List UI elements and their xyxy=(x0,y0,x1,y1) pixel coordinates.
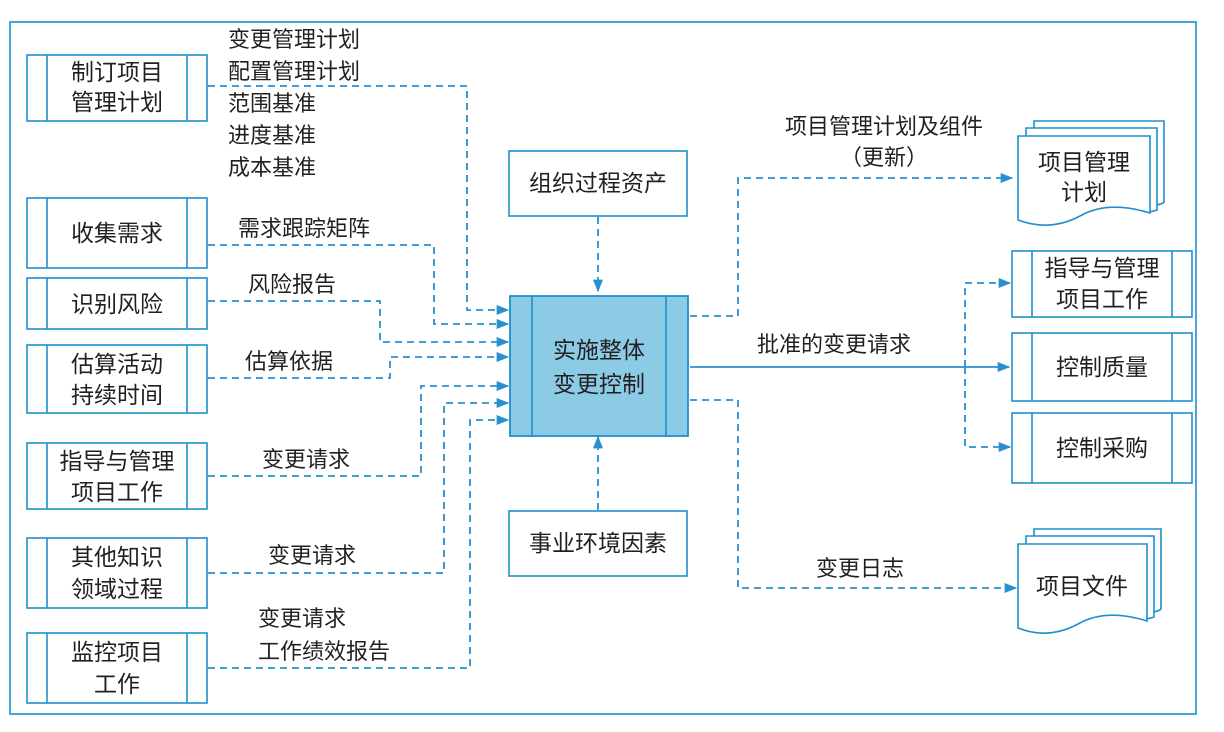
input-box-identify-risks xyxy=(26,277,208,330)
label-basis-of-estimates: 估算依据 xyxy=(245,350,333,375)
label-change-mgmt-plan: 变更管理计划 xyxy=(228,28,360,53)
outer-frame xyxy=(9,21,1197,715)
connector-identify-risks xyxy=(208,300,510,348)
output-connectors xyxy=(690,172,1018,594)
output-direct-manage-line2: 项目工作 xyxy=(1056,287,1148,313)
input-box-other-ka xyxy=(26,537,208,609)
input-monitor-control-line2: 工作 xyxy=(94,672,140,698)
opa-label: 组织过程资产 xyxy=(529,171,667,197)
label-plan-updates-line1: 项目管理计划及组件 xyxy=(785,115,983,140)
connector-direct-manage-in xyxy=(208,380,510,477)
input-identify-risks: 识别风险 xyxy=(71,292,163,318)
connector-change-log xyxy=(690,399,1018,594)
input-connectors xyxy=(208,85,604,669)
connector-monitor-control xyxy=(208,414,510,669)
label-change-requests-2: 变更请求 xyxy=(268,544,356,569)
connector-other-ka xyxy=(208,397,510,574)
label-work-performance-reports: 工作绩效报告 xyxy=(258,640,390,665)
input-box-direct-manage-in xyxy=(26,442,208,510)
output-direct-manage-line1: 指导与管理 xyxy=(1045,256,1160,282)
label-scope-baseline: 范围基准 xyxy=(228,92,316,117)
input-direct-manage-line1: 指导与管理 xyxy=(60,449,175,475)
input-estimate-durations-line2: 持续时间 xyxy=(71,383,163,409)
input-box-estimate-durations xyxy=(26,344,208,414)
eef-label: 事业环境因素 xyxy=(529,531,667,557)
center-line1: 实施整体 xyxy=(553,338,645,364)
output-control-procurements: 控制采购 xyxy=(1056,436,1148,462)
output-pmp-line2: 计划 xyxy=(1061,180,1107,206)
input-other-ka-line1: 其他知识 xyxy=(71,545,163,571)
project-docs-document-icon xyxy=(1017,528,1162,634)
input-direct-manage-line2: 项目工作 xyxy=(71,480,163,506)
label-approved-changes: 批准的变更请求 xyxy=(757,333,911,358)
output-box-control-quality xyxy=(1011,332,1193,402)
eef-box xyxy=(508,510,688,577)
label-cost-baseline: 成本基准 xyxy=(228,156,316,181)
output-control-quality: 控制质量 xyxy=(1056,355,1148,381)
connector-to-control-procurements xyxy=(964,367,1012,453)
label-change-log: 变更日志 xyxy=(816,557,904,582)
connector-estimate-durations xyxy=(208,351,510,379)
input-box-collect-requirements xyxy=(26,197,208,269)
output-boxes xyxy=(1011,250,1193,484)
output-box-control-procurements xyxy=(1011,412,1193,484)
input-box-develop-pmp xyxy=(26,54,208,122)
input-box-monitor-control xyxy=(26,632,208,704)
label-risk-report: 风险报告 xyxy=(248,273,336,298)
pmp-document-icon xyxy=(1017,120,1165,226)
label-change-requests-1: 变更请求 xyxy=(262,448,350,473)
label-requirements-matrix: 需求跟踪矩阵 xyxy=(238,217,370,242)
output-pmp-line1: 项目管理 xyxy=(1038,150,1130,176)
input-develop-pmp-line1: 制订项目 xyxy=(71,60,163,86)
label-schedule-baseline: 进度基准 xyxy=(228,124,316,149)
label-monitor-change-requests: 变更请求 xyxy=(258,607,346,632)
center-line2: 变更控制 xyxy=(553,372,645,398)
input-develop-pmp-line2: 管理计划 xyxy=(71,90,163,116)
input-estimate-durations-line1: 估算活动 xyxy=(71,352,163,378)
input-collect-requirements: 收集需求 xyxy=(71,221,163,247)
input-monitor-control-line1: 监控项目 xyxy=(71,640,163,666)
input-other-ka-line2: 领域过程 xyxy=(71,577,163,603)
label-plan-updates-line2: （更新） xyxy=(840,146,928,171)
output-project-docs: 项目文件 xyxy=(1036,574,1128,600)
connector-plan-updates xyxy=(690,172,1014,317)
input-boxes xyxy=(26,54,208,704)
opa-box xyxy=(508,150,688,217)
label-config-mgmt-plan: 配置管理计划 xyxy=(228,60,360,85)
central-process-box xyxy=(509,295,689,437)
connector-to-direct-manage xyxy=(964,277,1012,367)
connector-collect-requirements xyxy=(208,244,510,330)
output-box-direct-manage xyxy=(1011,250,1193,318)
